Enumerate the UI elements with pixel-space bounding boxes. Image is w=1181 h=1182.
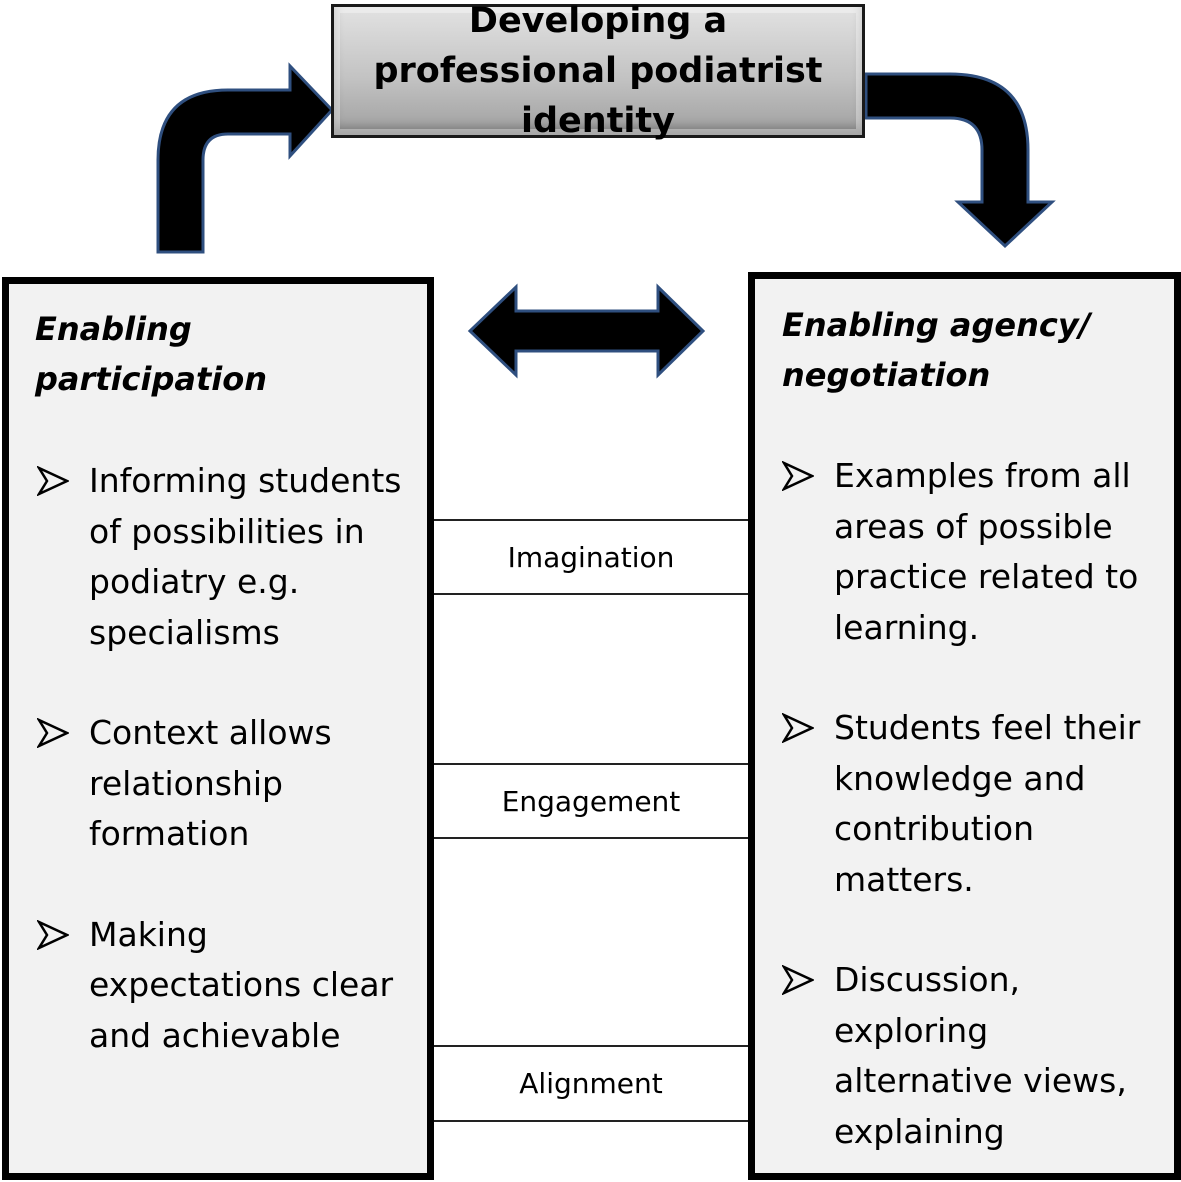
connector-imagination: Imagination [434, 519, 748, 595]
connector-label: Engagement [501, 784, 681, 818]
right-box-title: Enabling agency/ negotiation [782, 306, 1091, 394]
left-bullet-list: Informing students of possibilities in p… [37, 456, 417, 1061]
arrowhead-bullet-icon [782, 965, 814, 995]
arrowhead-bullet-icon [37, 466, 69, 496]
bullet-text: Discussion, exploring alternative views,… [834, 960, 1127, 1151]
bullet-text: Students feel their knowledge and contri… [834, 708, 1141, 899]
right-box-agency: Enabling agency/ negotiation Examples fr… [748, 272, 1181, 1180]
connector-label: Alignment [519, 1067, 663, 1100]
arrowhead-bullet-icon [37, 919, 69, 950]
connector-engagement: Engagement [434, 763, 748, 839]
top-box-text: Developing a professional podiatrist ide… [373, 1, 823, 141]
bullet-text: Context allows relationship formation [89, 713, 332, 853]
bullet-text: Informing students of possibilities in p… [89, 461, 402, 652]
double-headed-arrow [467, 283, 706, 379]
bullet-text: Making expectations clear and achievable [89, 914, 394, 1055]
bullet-text: Examples from all areas of possible prac… [834, 456, 1139, 647]
connector-label: Imagination [507, 540, 675, 574]
right-bullet-list: Examples from all areas of possible prac… [782, 451, 1162, 1157]
list-item: Context allows relationship formation [37, 708, 417, 860]
arrowhead-bullet-icon [782, 461, 814, 491]
list-item: Students feel their knowledge and contri… [782, 703, 1162, 905]
top-box-identity: Developing a professional podiatrist ide… [331, 1, 865, 141]
left-box-title: Enabling participation [35, 310, 268, 398]
connector-alignment: Alignment [434, 1045, 748, 1122]
list-item: Examples from all areas of possible prac… [782, 451, 1162, 653]
curved-arrow-left-to-top [156, 62, 335, 254]
list-item: Making expectations clear and achievable [37, 910, 417, 1062]
list-item: Informing students of possibilities in p… [37, 456, 417, 658]
arrowhead-bullet-icon [37, 718, 69, 748]
curved-arrow-top-to-right [864, 72, 1056, 249]
left-box-participation: Enabling participation Informing student… [2, 277, 434, 1180]
arrowhead-bullet-icon [782, 713, 814, 743]
list-item: Discussion, exploring alternative views,… [782, 955, 1162, 1157]
